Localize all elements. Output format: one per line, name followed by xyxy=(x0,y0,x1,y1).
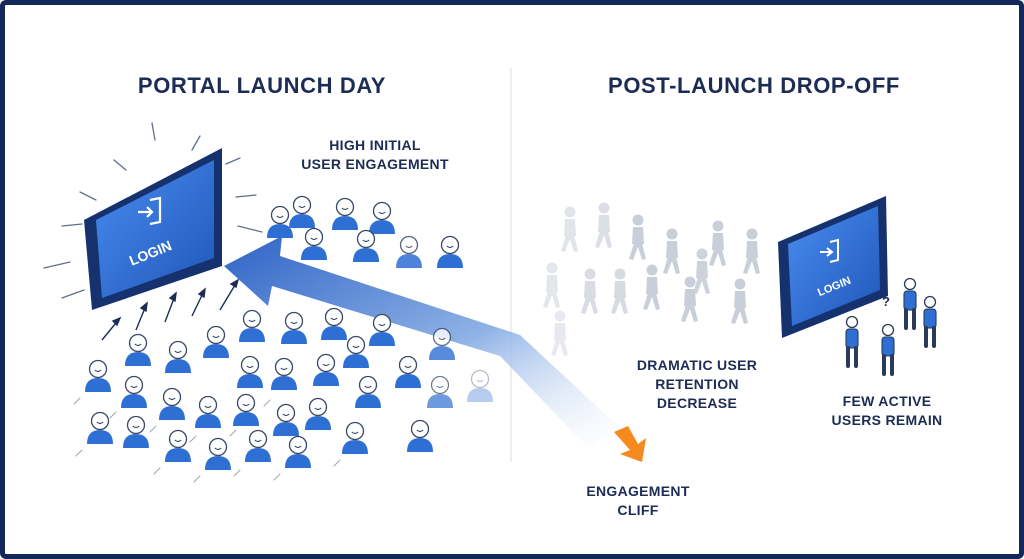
high-engagement-line-2: USER ENGAGEMENT xyxy=(301,156,449,172)
cliff-line-2: CLIFF xyxy=(617,502,659,518)
engagement-decline-arrow xyxy=(224,236,620,450)
few-active-line-2: USERS REMAIN xyxy=(831,412,943,428)
few-active-line-1: FEW ACTIVE xyxy=(842,393,932,409)
login-icon xyxy=(820,238,839,263)
retention-line-3: DECREASE xyxy=(656,395,738,411)
retention-decrease-label: DRAMATIC USER RETENTION DECREASE xyxy=(614,356,780,413)
engagement-cliff-arrow xyxy=(614,426,646,462)
few-active-users-label: FEW ACTIVE USERS REMAIN xyxy=(812,392,962,430)
high-engagement-label: HIGH INITIAL USER ENGAGEMENT xyxy=(290,136,460,174)
incoming-arrows xyxy=(101,278,240,341)
left-section-heading: PORTAL LAUNCH DAY xyxy=(137,73,387,98)
engagement-cliff-label: ENGAGEMENT CLIFF xyxy=(568,482,708,520)
retention-line-2: RETENTION xyxy=(655,376,739,392)
left-login-screen: LOGIN xyxy=(84,148,222,310)
retention-line-1: DRAMATIC USER xyxy=(636,357,758,373)
high-engagement-line-1: HIGH INITIAL xyxy=(329,137,421,153)
right-login-screen: LOGIN xyxy=(778,196,888,338)
user-crowd-upper xyxy=(266,195,464,269)
motion-ticks xyxy=(73,397,341,483)
right-section-heading: POST-LAUNCH DROP-OFF xyxy=(608,73,900,98)
login-icon xyxy=(138,196,162,226)
question-mark-icon: ? xyxy=(882,294,890,309)
cliff-line-1: ENGAGEMENT xyxy=(586,483,690,499)
screen-glow-lines xyxy=(43,122,263,299)
departing-users xyxy=(543,202,760,356)
